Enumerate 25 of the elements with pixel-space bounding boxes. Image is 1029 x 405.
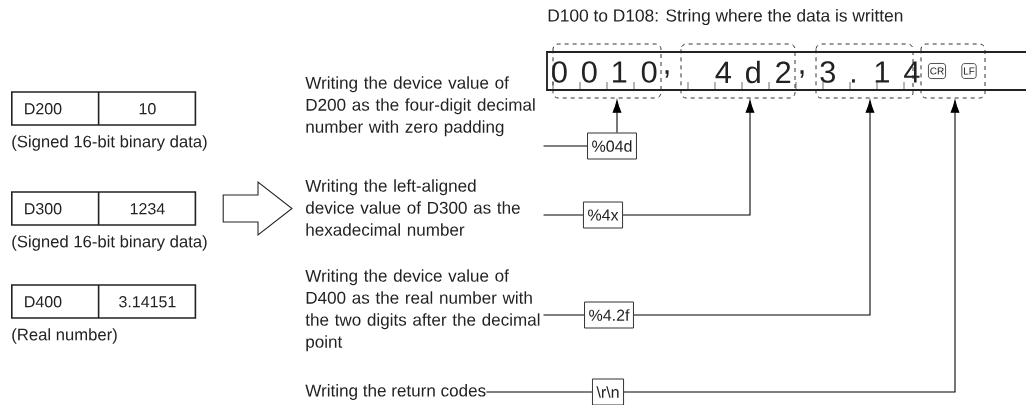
format-box: %04d [587,132,637,160]
comma-text: , [800,70,804,78]
format-box: %4x [582,201,624,229]
description-text: Writing the device value of D200 as the four-digit decimal number with zero padding [305,76,535,137]
description-text: Writing the device value of D400 as the real number with the two digits after the decimal point [305,269,540,352]
comma-text: , [665,70,669,78]
register-box: D400 3.14151 [11,284,197,319]
register-box: D300 1234 [11,191,197,226]
connector-arrow [623,100,960,393]
description-text: Writing the left-aligned device value of D300 as the hexadecimal number [305,179,520,236]
note-text: (Signed 16-bit binary data) [12,235,207,251]
connector-arrow [633,100,875,316]
format-box: \r\n [591,378,625,405]
dashed-group: 0 0 1 0 [552,43,662,99]
dashed-group: 4 d 2 [680,43,796,99]
block-arrow [222,180,293,237]
note-text: (Signed 16-bit binary data) [12,135,207,151]
register-box: D200 10 [11,91,197,126]
dashed-group: CR LF [920,43,986,99]
dashed-group: 3 . 1 4 [815,43,920,99]
format-box: %4.2f [584,301,634,329]
connector-arrow [622,100,755,216]
connector-arrow [612,100,622,134]
description-text: Writing the return codes [305,384,486,400]
note-text: (Real number) [12,328,117,344]
